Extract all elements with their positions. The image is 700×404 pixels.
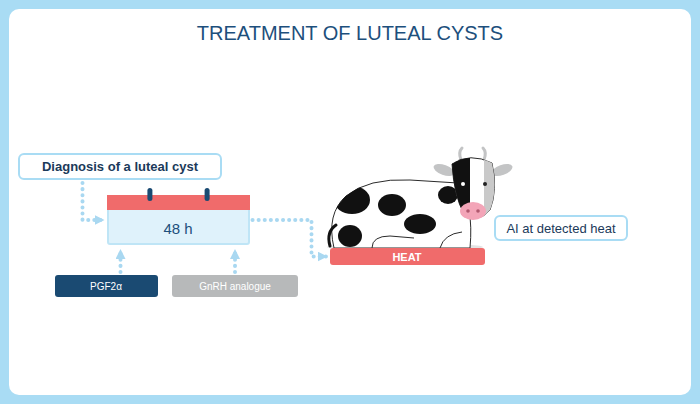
insemination-box: AI at detected heat bbox=[494, 215, 628, 241]
node-text: Diagnosis of a luteal cyst bbox=[42, 159, 198, 174]
calendar-top bbox=[107, 195, 250, 210]
dotted-arrow bbox=[83, 183, 105, 220]
heat-band: HEAT bbox=[330, 248, 485, 265]
calendar-header bbox=[107, 195, 246, 219]
diagnosis-box: Diagnosis of a luteal cyst bbox=[18, 153, 222, 180]
hormone-label: PGF2α bbox=[55, 275, 158, 297]
calendar-box: 48 h bbox=[107, 195, 250, 245]
node-text: GnRH analogue bbox=[199, 281, 271, 292]
hormone-label: GnRH analogue bbox=[172, 275, 298, 297]
calendar-ring bbox=[204, 188, 209, 201]
dotted-arrow bbox=[253, 220, 328, 257]
calendar-ring bbox=[147, 188, 152, 201]
node-text: HEAT bbox=[392, 251, 421, 263]
dotted-arrow bbox=[233, 249, 237, 272]
diagram-title: TREATMENT OF LUTEAL CYSTS bbox=[0, 22, 700, 45]
node-text: PGF2α bbox=[90, 281, 122, 292]
dotted-arrow bbox=[119, 249, 123, 272]
node-text: 48 h bbox=[163, 220, 192, 237]
node-text: AI at detected heat bbox=[506, 221, 615, 236]
